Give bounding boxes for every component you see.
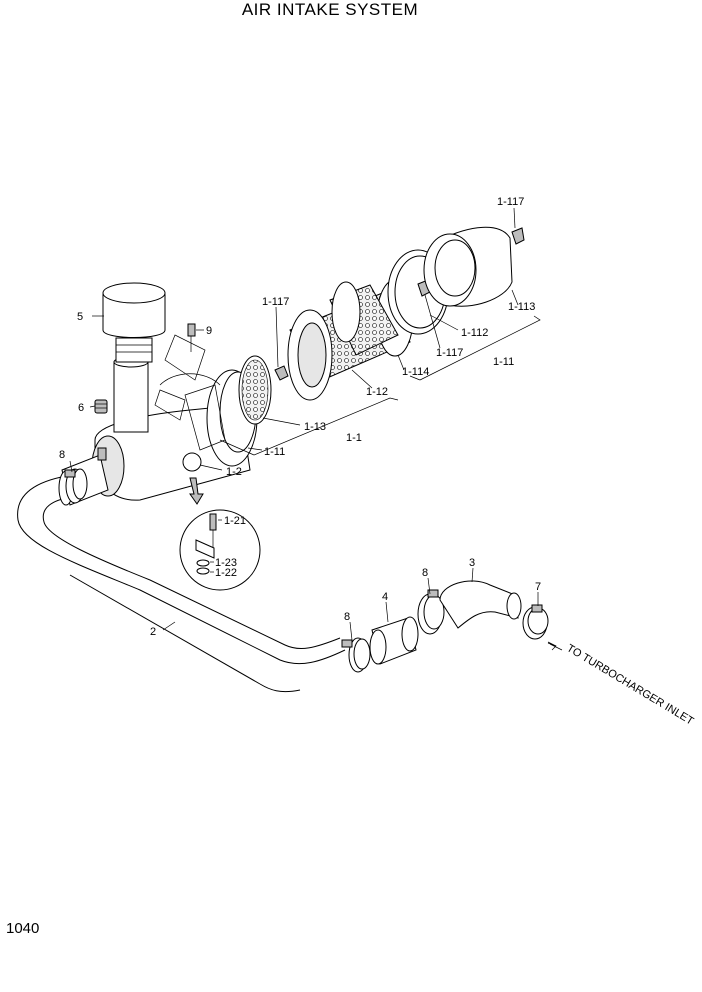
label-3: 3 bbox=[469, 557, 475, 569]
hose-clamp-7 bbox=[522, 604, 549, 640]
label-6: 6 bbox=[78, 402, 84, 414]
label-1-13: 1-13 bbox=[304, 421, 326, 433]
label-1-22: 1-22 bbox=[215, 567, 237, 579]
turbocharger-note: TO TURBOCHARGER INLET bbox=[564, 642, 695, 727]
elbow-hose bbox=[439, 580, 522, 629]
diagram-title: AIR INTAKE SYSTEM bbox=[241, 0, 419, 19]
label-1-113: 1-113 bbox=[508, 301, 535, 313]
label-1-23: 1-23 bbox=[215, 557, 237, 569]
label-1-117-mid: 1-117 bbox=[436, 347, 463, 359]
label-1-114: 1-114 bbox=[402, 366, 429, 378]
leader-lines bbox=[69, 207, 557, 647]
detail-arrow bbox=[189, 477, 204, 505]
precleaner-cap bbox=[102, 282, 166, 363]
intake-pipe bbox=[17, 474, 346, 693]
label-1-1: 1-1 bbox=[346, 432, 362, 444]
hose-clamp-right bbox=[417, 589, 445, 635]
hose-clamp-middle bbox=[341, 637, 371, 673]
page-number: 1040 bbox=[6, 920, 40, 937]
label-8-middle: 8 bbox=[344, 611, 350, 623]
label-1-21: 1-21 bbox=[224, 515, 246, 527]
label-7: 7 bbox=[535, 581, 541, 593]
label-1-117-top: 1-117 bbox=[497, 196, 524, 208]
vacuator-valve bbox=[94, 399, 108, 414]
mounting-detail bbox=[179, 509, 261, 591]
label-8-right: 8 bbox=[422, 567, 428, 579]
safety-filter-element bbox=[329, 281, 399, 356]
label-4: 4 bbox=[382, 591, 388, 603]
label-2: 2 bbox=[150, 626, 156, 638]
hose-clamp-left bbox=[64, 468, 88, 504]
label-9: 9 bbox=[206, 325, 212, 337]
label-1-11-left: 1-11 bbox=[264, 446, 285, 458]
pre-filter-screen bbox=[238, 355, 272, 425]
label-5: 5 bbox=[77, 311, 83, 323]
label-1-12: 1-12 bbox=[366, 386, 388, 398]
rubber-connector bbox=[369, 616, 419, 665]
label-8-left: 8 bbox=[59, 449, 65, 461]
label-1-2: 1-2 bbox=[226, 466, 242, 478]
label-1-11-right: 1-11 bbox=[493, 356, 514, 368]
flow-arrow bbox=[547, 641, 563, 651]
label-1-117-left: 1-117 bbox=[262, 296, 289, 308]
label-1-112: 1-112 bbox=[461, 327, 488, 339]
air-cleaner-cover bbox=[423, 226, 513, 307]
air-cleaner-assembly bbox=[58, 282, 258, 506]
